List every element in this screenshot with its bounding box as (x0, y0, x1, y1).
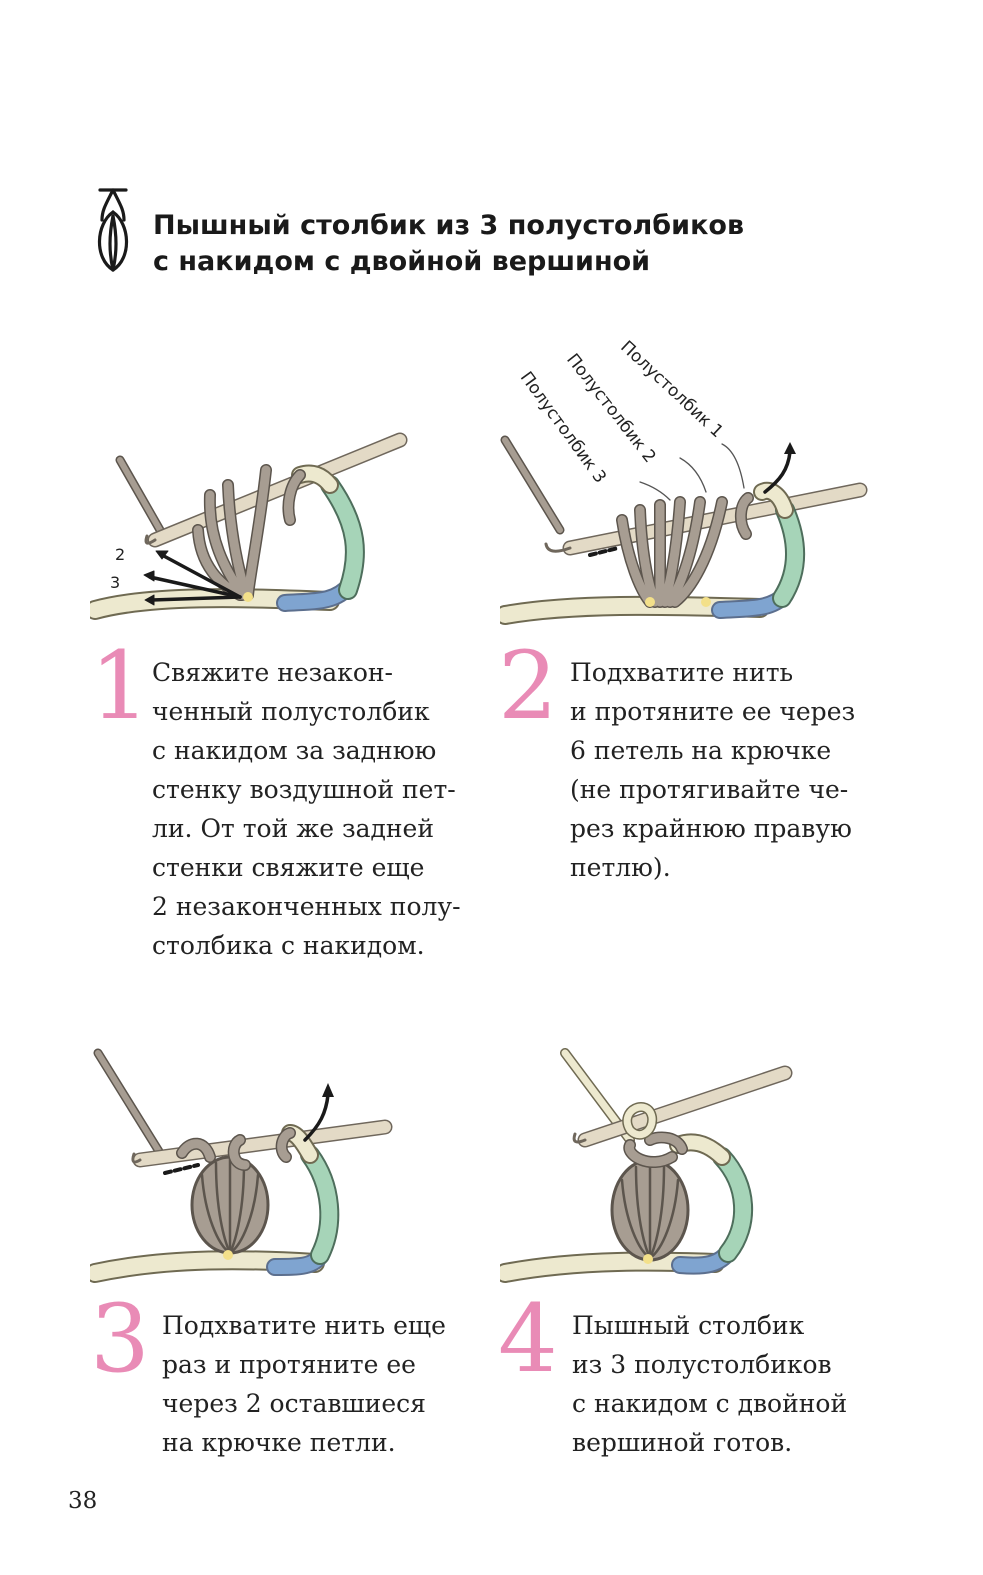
step-3-line: раз и протяните ее (162, 1350, 416, 1379)
section-title: Пышный столбик из 3 полустолбиков с наки… (153, 208, 744, 280)
step-1-line: столбика с накидом. (152, 931, 425, 960)
step-1-line: Свяжите незакон- (152, 658, 393, 687)
step-1-line: ли. От той же задней (152, 814, 434, 843)
step-4-number: 4 (498, 1285, 558, 1394)
step-2-number: 2 (498, 632, 558, 741)
step-1-text: Свяжите незакон- ченный полустолбик с на… (152, 653, 461, 965)
step-1-line: стенки свяжите еще (152, 853, 425, 882)
step-2-line: рез крайнюю правую (570, 814, 852, 843)
puff-stitch-symbol-icon (97, 188, 129, 272)
step-2-line: (не протягивайте че- (570, 775, 849, 804)
step-4-line: из 3 полустолбиков (572, 1350, 832, 1379)
step-1-line: с накидом за заднюю (152, 736, 437, 765)
step-1-line: 2 незаконченных полу- (152, 892, 461, 921)
step-1-marker-2: 2 (115, 545, 126, 564)
step-2-line: и протяните ее через (570, 697, 856, 726)
step-1-illustration (90, 432, 408, 620)
step-3-text: Подхватите нить еще раз и протяните ее ч… (162, 1306, 446, 1462)
step-3-line: Подхватите нить еще (162, 1311, 446, 1340)
step-4-line: Пышный столбик (572, 1311, 805, 1340)
step-3-line: на крючке петли. (162, 1428, 396, 1457)
step-2-text: Подхватите нить и протяните ее через 6 п… (570, 653, 855, 887)
step-4-line: вершиной готов. (572, 1428, 793, 1457)
step-1-number: 1 (90, 632, 150, 741)
step-4-illustration (500, 1048, 793, 1283)
step-4-text: Пышный столбик из 3 полустолбиков с наки… (572, 1306, 847, 1462)
step-2-illustration (500, 435, 868, 625)
step-4-line: с накидом с двойной (572, 1389, 848, 1418)
page-number: 38 (68, 1488, 98, 1514)
step-2-line: 6 петель на крючке (570, 736, 832, 765)
section-title-line-1: Пышный столбик из 3 полустолбиков (153, 210, 745, 241)
step-1-marker-3: 3 (110, 573, 121, 592)
step-3-illustration (90, 1048, 393, 1283)
step-1-line: ченный полустолбик (152, 697, 430, 726)
step-1-line: стенку воздушной пет- (152, 775, 456, 804)
step-2-line: петлю). (570, 853, 671, 882)
step-3-line: через 2 оставшиеся (162, 1389, 426, 1418)
section-title-line-2: с накидом с двойной вершиной (153, 246, 651, 277)
step-3-number: 3 (90, 1285, 150, 1394)
step-2-line: Подхватите нить (570, 658, 794, 687)
